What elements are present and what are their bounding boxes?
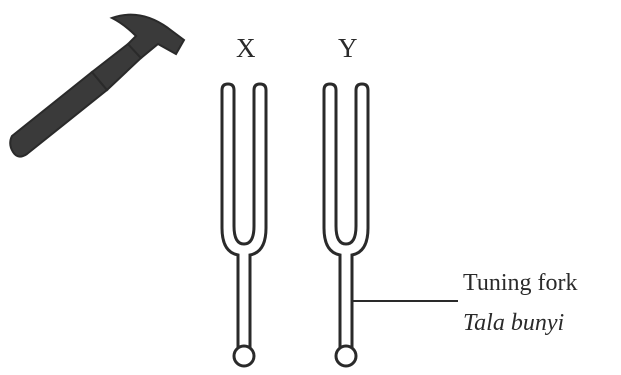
- tuning-fork-y: [324, 84, 368, 366]
- fork-y-label: Y: [338, 33, 358, 63]
- tuning-fork-x: [222, 84, 266, 366]
- hammer-icon: [10, 15, 184, 157]
- fork-x-label: X: [236, 33, 256, 63]
- callout-english: Tuning fork: [463, 270, 577, 296]
- callout-malay: Tala bunyi: [463, 310, 564, 336]
